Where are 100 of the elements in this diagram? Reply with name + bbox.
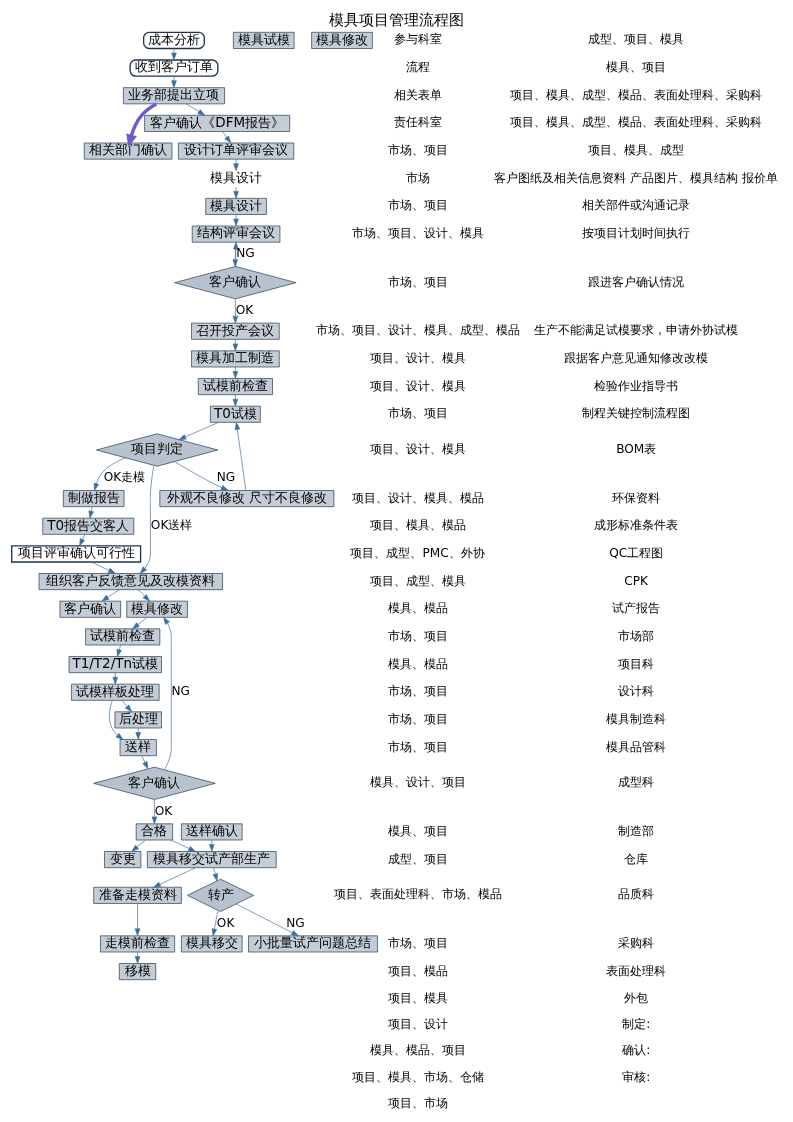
label: 项目、模具、成型、模品、表面处理科、采购科 — [509, 87, 762, 102]
label: 市场、项目 — [387, 198, 448, 213]
node-box: 组织客户反馈意见及改模资料 — [38, 573, 223, 590]
arrow — [137, 589, 150, 602]
label: 市场、项目 — [387, 711, 448, 726]
arrow — [170, 75, 177, 88]
node-box: 变更 — [103, 851, 141, 869]
label: 项目、模具、市场、仓储 — [351, 1069, 484, 1084]
arrow — [131, 617, 148, 629]
arrow — [232, 298, 238, 324]
label: 项目、模品 — [387, 963, 448, 978]
label: 市场、项目、设计、模具、成型、模品 — [315, 323, 520, 338]
label: 成型、项目 — [387, 851, 448, 866]
arrow — [178, 422, 219, 440]
arrow — [151, 799, 157, 824]
arrow — [139, 465, 154, 574]
arrow — [221, 131, 231, 144]
label: 跟进客户确认情况 — [587, 274, 684, 289]
label: 项目科 — [617, 656, 654, 671]
label: 成型科 — [617, 775, 654, 790]
node-box: 模具移交 — [180, 935, 242, 953]
node-box: 模具试模 — [232, 31, 294, 49]
label: 模具、设计、项目 — [369, 775, 466, 790]
arrow — [93, 457, 126, 491]
label: 项目、设计、模具 — [369, 350, 466, 365]
label: 项目、表面处理科、市场、模品 — [333, 887, 502, 902]
arrow — [90, 561, 116, 574]
label: 仓库 — [623, 851, 648, 866]
node-box: T1/T2/Tn试模 — [68, 656, 162, 673]
node-box: 模具加工制造 — [190, 350, 280, 368]
label: 成型、项目、模具 — [587, 32, 684, 47]
node-box: 相关部门确认 — [83, 142, 172, 160]
node-box: 业务部提出立项 — [122, 87, 225, 105]
label: 市场、项目 — [387, 274, 448, 289]
label: 市场、项目 — [387, 143, 448, 158]
node-box: 制做报告 — [62, 490, 124, 507]
label: 市场、项目 — [387, 628, 448, 643]
arrow — [162, 617, 172, 770]
label: 环保资料 — [611, 490, 660, 505]
arrow — [232, 158, 239, 171]
label: 参与科室 — [393, 32, 442, 47]
label: 市场、项目 — [387, 406, 448, 421]
node-box: 模具修改 — [125, 600, 188, 618]
arrow — [135, 727, 141, 740]
node-box: 收到客户订单 — [128, 59, 219, 77]
edge-label: OK — [216, 915, 234, 930]
node-box: T0报告交客人 — [41, 517, 134, 535]
arrow — [232, 186, 239, 199]
label: 制造部 — [617, 823, 654, 838]
node-box: 结构评审会议 — [191, 225, 280, 243]
label: 相关表单 — [393, 87, 442, 102]
node-box: 模具设计 — [204, 197, 267, 215]
node-box: 外观不良修改 尺寸不良修改 — [158, 490, 334, 507]
label: 试产报告 — [611, 601, 660, 616]
arrow — [140, 755, 148, 770]
label: 项目、设计、模具 — [369, 378, 466, 393]
label: 模具、模品 — [387, 601, 448, 616]
arrow — [173, 461, 228, 491]
node-box: 模具修改 — [310, 31, 373, 49]
label: 表面处理科 — [605, 963, 666, 978]
edge-label: OK走模 — [103, 470, 145, 485]
arrow — [232, 214, 239, 227]
node-box: T0试模 — [209, 405, 261, 423]
edge-label: NG — [171, 684, 190, 699]
label: 项目、设计、模具 — [369, 441, 466, 456]
label: 项目、市场 — [387, 1095, 448, 1110]
label: 责任科室 — [393, 115, 442, 130]
arrow — [120, 700, 132, 712]
arrow — [101, 589, 120, 602]
label: 市场、项目、设计、模具 — [351, 226, 484, 241]
label: 市场、项目 — [387, 739, 448, 754]
node-box: 客户确认《DFM报告》 — [143, 114, 290, 132]
node-diamond: 客户确认 — [173, 266, 296, 300]
edge-label: OK — [235, 302, 253, 317]
label: 检验作业指导书 — [593, 378, 678, 393]
label: 按项目计划时间执行 — [581, 226, 690, 241]
node-box: 移模 — [118, 963, 156, 981]
label: 模具、项目 — [387, 823, 448, 838]
label: 采购科 — [617, 935, 654, 950]
arrow — [211, 910, 218, 937]
label: 市场 — [405, 170, 430, 185]
arrow — [232, 366, 238, 379]
label: 项目、模具、成型 — [587, 143, 684, 158]
node-box: 项目评审确认可行性 — [10, 545, 141, 563]
label: 外包 — [623, 990, 648, 1005]
label: CPK — [623, 573, 648, 588]
node-box: 后处理 — [114, 711, 162, 729]
label: 项目、模具、模品 — [369, 518, 466, 533]
label: 确认: — [621, 1043, 650, 1058]
edge-label: OK送样 — [150, 518, 192, 533]
node-box: 送样 — [119, 739, 157, 756]
label: BOM表 — [615, 441, 656, 456]
diagram-title: 模具项目管理流程图 — [329, 11, 464, 29]
arrow — [232, 394, 238, 407]
label: 审核: — [621, 1069, 650, 1084]
label: 项目、设计、模具、模品 — [351, 490, 484, 505]
label: 客户图纸及相关信息资料 产品图片、模具结构 报价单 — [493, 170, 778, 185]
arrow — [232, 339, 238, 351]
node-box: 试模前检查 — [197, 378, 273, 395]
arrow — [88, 506, 94, 519]
